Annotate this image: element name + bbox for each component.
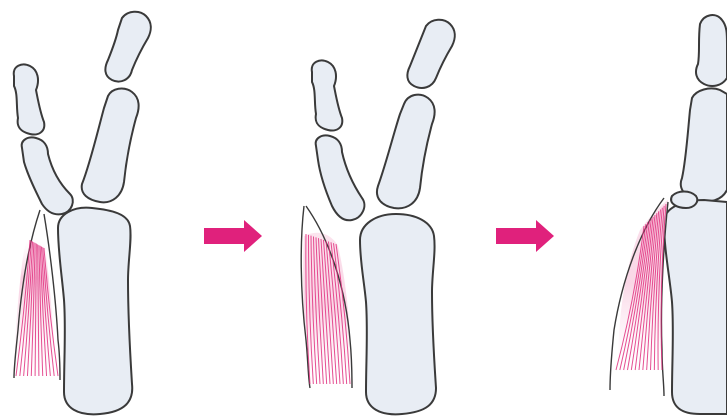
middle-phalanx-left bbox=[22, 137, 73, 214]
middle-phalanx-right bbox=[377, 95, 435, 209]
metacarpal-bone bbox=[664, 200, 727, 414]
sesamoid-bone bbox=[671, 192, 697, 209]
middle-phalanx bbox=[681, 88, 727, 201]
stage-1 bbox=[14, 12, 151, 415]
metacarpal-bone bbox=[58, 208, 132, 415]
middle-phalanx-right bbox=[82, 89, 139, 203]
stage-2 bbox=[301, 20, 455, 415]
stage-3 bbox=[610, 15, 727, 414]
distal-phalanx-left bbox=[312, 60, 343, 130]
muscle-relaxed bbox=[14, 210, 60, 380]
distal-phalanx-right bbox=[407, 20, 454, 88]
middle-phalanx-left bbox=[316, 135, 365, 220]
distal-phalanx-left bbox=[14, 64, 45, 134]
right-arrow-icon bbox=[204, 220, 262, 252]
right-arrow-icon bbox=[496, 220, 554, 252]
distal-phalanx-right bbox=[105, 12, 150, 82]
distal-phalanx bbox=[696, 15, 727, 86]
metacarpal-bone bbox=[360, 214, 436, 414]
